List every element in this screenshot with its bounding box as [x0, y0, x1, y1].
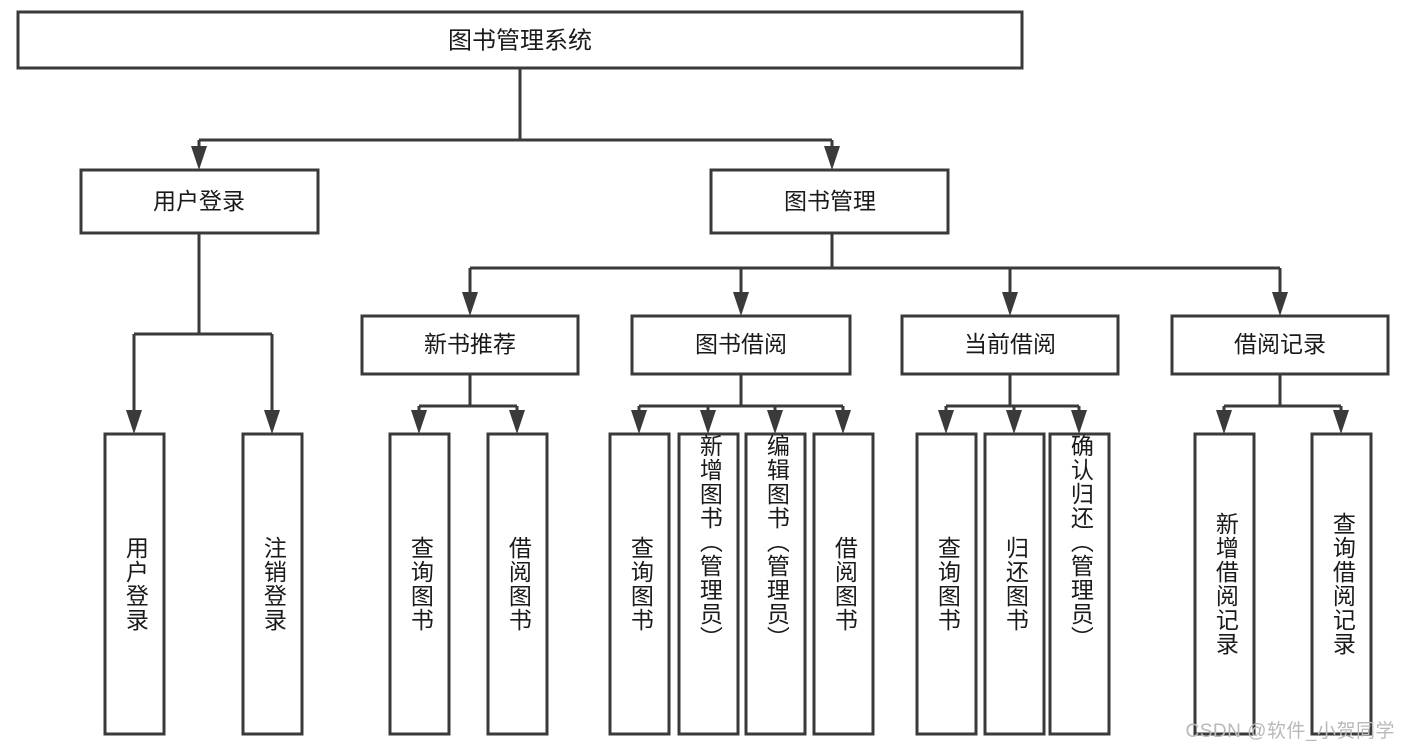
edge-group-newbook-to-leaves [411, 374, 525, 434]
leaf-box-borrowrecord-2[interactable] [1310, 432, 1373, 736]
leaf-box-currentborrow-3[interactable] [1048, 432, 1111, 736]
node-current-borrow[interactable]: 当前借阅 [900, 314, 1120, 376]
leaf-box-borrowrecord-1[interactable] [1193, 432, 1256, 736]
arrow-head-leaf-newbook-1 [411, 410, 427, 434]
arrow-head-leaf-bookborrow-2 [700, 410, 716, 434]
arrow-head-leaf-currentborrow-2 [1006, 410, 1022, 434]
arrow-head-leaf-borrowrecord-2 [1333, 410, 1349, 434]
edge-group-bookborrow-to-leaves [631, 374, 851, 434]
node-user-login[interactable]: 用户登录 [79, 168, 320, 235]
arrow-head-leaf-user-login-2 [264, 410, 280, 434]
book-management-box[interactable] [709, 168, 950, 235]
arrow-head-user-login [191, 146, 207, 170]
leaf-boxes-borrow-record [1193, 432, 1373, 736]
leaf-box-currentborrow-2[interactable] [983, 432, 1046, 736]
edge-group-userlogin-to-leaves [126, 233, 280, 434]
root-box[interactable] [16, 10, 1024, 70]
book-management-label: 图书管理 [784, 188, 876, 214]
arrow-head-new-book [462, 292, 478, 316]
arrow-head-leaf-user-login-1 [126, 410, 142, 434]
leaf-boxes-new-book-recommend [388, 432, 549, 736]
arrow-head-leaf-borrowrecord-1 [1216, 410, 1232, 434]
watermark-text: CSDN @软件_小贺同学 [1185, 721, 1395, 742]
arrow-head-borrow-record [1272, 292, 1288, 316]
leaf-box-bookborrow-2[interactable] [677, 432, 740, 736]
current-borrow-box[interactable] [900, 314, 1120, 376]
arrow-head-leaf-currentborrow-1 [938, 410, 954, 434]
arrow-head-current-borrow [1002, 292, 1018, 316]
edge-group-currentborrow-to-leaves [938, 374, 1087, 434]
new-book-recommend-box[interactable] [360, 314, 580, 376]
edge-group-bookmanage-to-level3 [462, 233, 1288, 316]
leaf-boxes-user-login [103, 432, 304, 736]
leaf-box-user-login-1[interactable] [103, 432, 166, 736]
leaf-box-bookborrow-3[interactable] [744, 432, 807, 736]
leaf-boxes-book-borrow [608, 432, 875, 736]
edge-group-root-to-level2 [191, 68, 840, 170]
current-borrow-label: 当前借阅 [964, 331, 1056, 357]
new-book-recommend-label: 新书推荐 [424, 331, 516, 357]
book-borrow-box[interactable] [630, 314, 852, 376]
arrow-head-leaf-bookborrow-4 [835, 410, 851, 434]
arrow-head-leaf-bookborrow-3 [767, 410, 783, 434]
arrow-head-leaf-currentborrow-3 [1071, 410, 1087, 434]
node-new-book-recommend[interactable]: 新书推荐 [360, 314, 580, 376]
node-book-management[interactable]: 图书管理 [709, 168, 950, 235]
leaf-box-newbook-1[interactable] [388, 432, 451, 736]
leaf-box-newbook-2[interactable] [486, 432, 549, 736]
borrow-record-label: 借阅记录 [1234, 331, 1326, 357]
leaf-box-bookborrow-1[interactable] [608, 432, 671, 736]
root-label: 图书管理系统 [448, 27, 592, 54]
edge-group-borrowrecord-to-leaves [1216, 374, 1349, 434]
arrow-head-leaf-newbook-2 [509, 410, 525, 434]
node-root-book-management-system[interactable]: 图书管理系统 [16, 10, 1024, 70]
leaf-boxes-current-borrow [915, 432, 1111, 736]
user-login-box[interactable] [79, 168, 320, 235]
book-borrow-label: 图书借阅 [695, 331, 787, 357]
node-book-borrow[interactable]: 图书借阅 [630, 314, 852, 376]
leaf-box-user-login-2[interactable] [241, 432, 304, 736]
arrow-head-leaf-bookborrow-1 [631, 410, 647, 434]
leaf-box-currentborrow-1[interactable] [915, 432, 978, 736]
arrow-head-book-manage [824, 146, 840, 170]
node-borrow-record[interactable]: 借阅记录 [1170, 314, 1390, 376]
user-login-label: 用户登录 [153, 188, 245, 214]
arrow-head-book-borrow [733, 292, 749, 316]
borrow-record-box[interactable] [1170, 314, 1390, 376]
leaf-box-bookborrow-4[interactable] [812, 432, 875, 736]
